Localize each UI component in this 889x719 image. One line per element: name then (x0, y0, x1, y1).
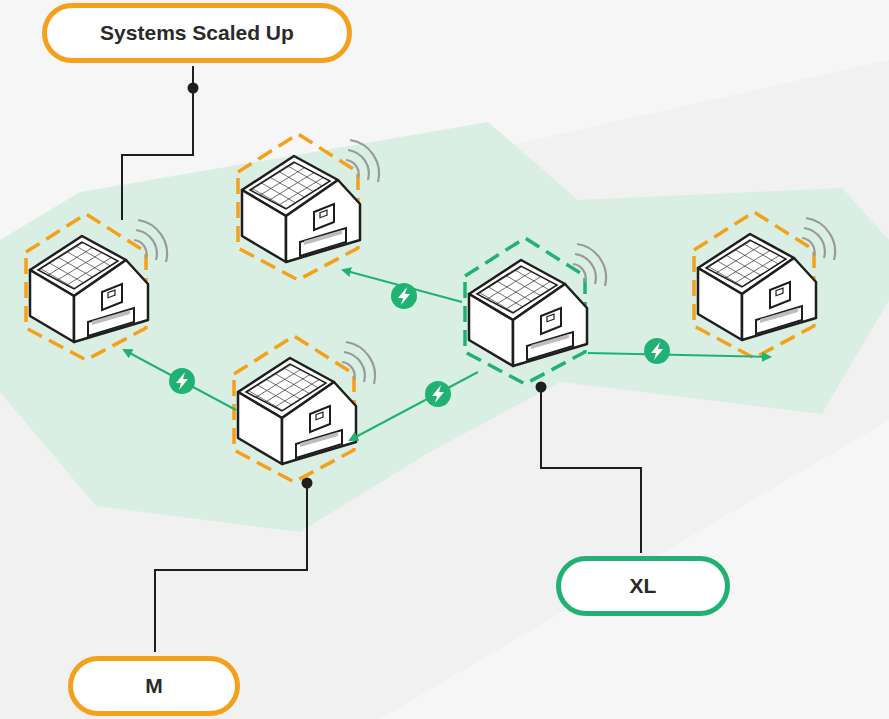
energy-bolts (169, 283, 670, 407)
callout-pill: M (68, 656, 240, 716)
background-shade (380, 420, 889, 719)
house-m (234, 336, 375, 482)
callout-label: Systems Scaled Up (100, 21, 294, 45)
callout-label: M (145, 674, 163, 698)
house-top (238, 134, 379, 280)
energy-flow-arrows (124, 270, 770, 440)
grid-region (0, 122, 889, 532)
leader-lines (122, 66, 641, 652)
house-left (26, 214, 167, 360)
callout-pill: XL (556, 556, 730, 616)
callout-pill: Systems Scaled Up (42, 3, 352, 63)
house-xl (465, 238, 606, 384)
leader-dot (188, 83, 199, 94)
house-right (694, 212, 835, 358)
callout-label: XL (630, 574, 657, 598)
